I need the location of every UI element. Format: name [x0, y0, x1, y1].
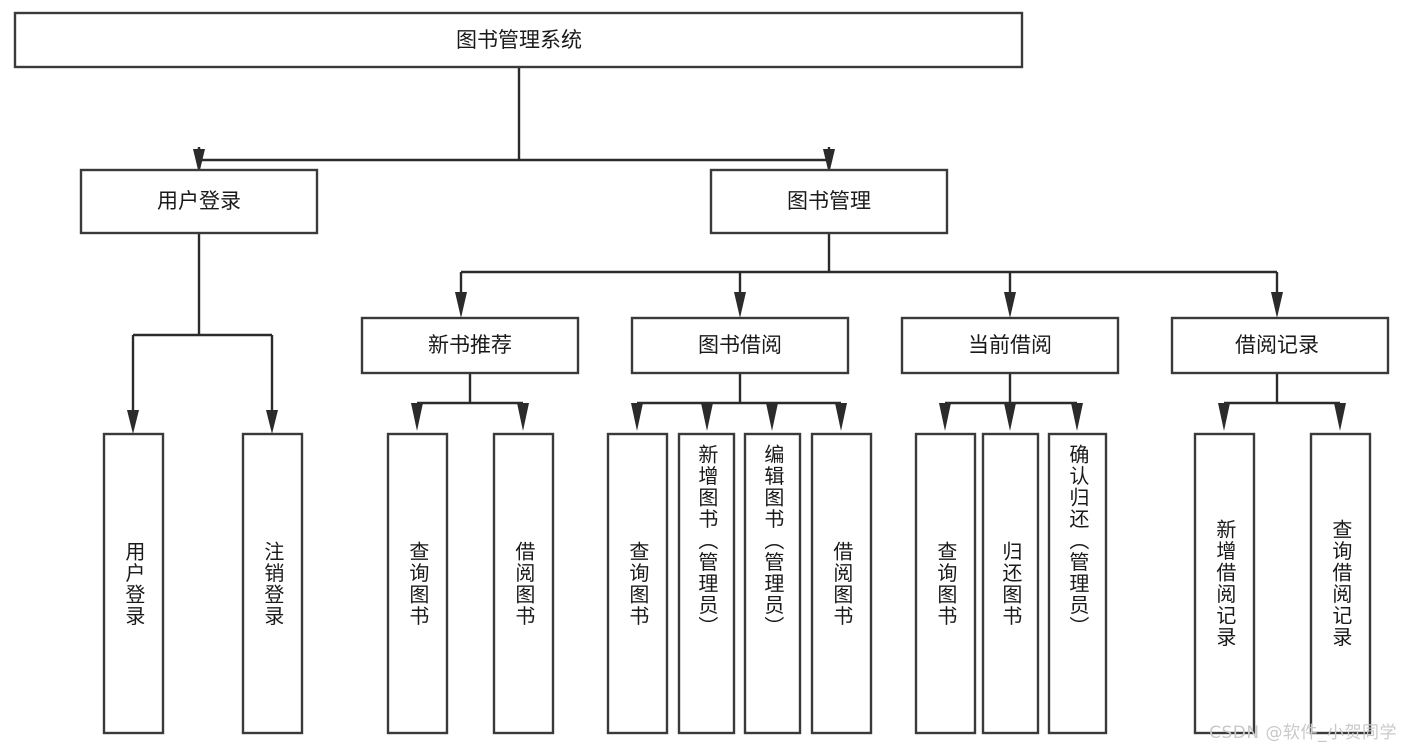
node-label-user-login: 用户登录: [157, 189, 241, 213]
connector-group-book-management: [455, 233, 1283, 318]
node-label-root: 图书管理系统: [456, 28, 582, 52]
node-box-leaf-add-book[interactable]: [677, 432, 736, 735]
node-box-leaf-add-record[interactable]: [1193, 432, 1256, 735]
node-box-leaf-confirm-return[interactable]: [1047, 432, 1108, 735]
arrowhead-leaf-add-record: [1218, 403, 1230, 431]
connector-group-user-login: [127, 233, 278, 434]
arrowhead-new-book-recommend: [455, 292, 467, 318]
connector-root-children: [197, 147, 831, 160]
node-label-current-borrow: 当前借阅: [968, 333, 1052, 357]
arrowhead-leaf-query-book-3: [939, 403, 951, 431]
connector-group-new-book-recommend: [411, 373, 529, 431]
arrowhead-current-borrow: [1004, 292, 1016, 318]
arrowhead-borrow-record: [1271, 292, 1283, 318]
node-box-leaf-query-book-2[interactable]: [606, 432, 669, 735]
connector-group-book-borrow: [631, 373, 847, 431]
arrowhead-leaf-edit-book: [766, 403, 778, 431]
arrowhead-leaf-query-record: [1334, 403, 1346, 431]
arrowhead-leaf-return-book: [1004, 403, 1016, 431]
arrowhead-book-borrow: [734, 292, 746, 318]
arrowhead-leaf-user-logout: [266, 410, 278, 434]
node-box-book-borrow[interactable]: [630, 316, 850, 375]
node-box-user-login[interactable]: [79, 168, 319, 235]
node-box-leaf-return-book[interactable]: [981, 432, 1040, 735]
node-label-borrow-record: 借阅记录: [1235, 333, 1319, 357]
node-label-book-management: 图书管理: [787, 189, 871, 213]
arrowhead-leaf-borrow-book-1: [517, 403, 529, 431]
arrowhead-leaf-query-book-2: [631, 403, 643, 431]
arrowhead-to-book-management: [823, 149, 835, 174]
connector-group-current-borrow: [939, 373, 1083, 431]
node-label-book-borrow: 图书借阅: [698, 333, 782, 357]
arrowhead-leaf-add-book: [701, 403, 713, 431]
node-box-leaf-borrow-book-1[interactable]: [492, 432, 555, 735]
arrowhead-leaf-confirm-return: [1071, 403, 1083, 431]
node-box-root[interactable]: [13, 11, 1024, 69]
connector-group-root: [193, 67, 835, 174]
node-box-book-management[interactable]: [709, 168, 949, 235]
node-box-current-borrow[interactable]: [900, 316, 1120, 375]
node-box-leaf-user-login[interactable]: [102, 432, 165, 735]
node-box-leaf-query-record[interactable]: [1309, 432, 1372, 735]
node-box-new-book-recommend[interactable]: [360, 316, 580, 375]
connector-group-borrow-record: [1218, 373, 1346, 431]
node-box-leaf-borrow-book-2[interactable]: [810, 432, 873, 735]
arrowhead-leaf-user-login: [127, 410, 139, 434]
csdn-watermark: CSDN @软件_小贺同学: [1209, 723, 1397, 743]
node-box-leaf-user-logout[interactable]: [241, 432, 304, 735]
node-box-leaf-query-book-3[interactable]: [914, 432, 977, 735]
arrowhead-to-user-login: [193, 149, 205, 174]
node-box-borrow-record[interactable]: [1170, 316, 1390, 375]
node-box-leaf-edit-book[interactable]: [743, 432, 802, 735]
arrowhead-leaf-borrow-book-2: [835, 403, 847, 431]
node-label-new-book-recommend: 新书推荐: [428, 333, 512, 357]
arrowhead-leaf-query-book-1: [411, 403, 423, 431]
node-box-leaf-query-book-1[interactable]: [386, 432, 449, 735]
